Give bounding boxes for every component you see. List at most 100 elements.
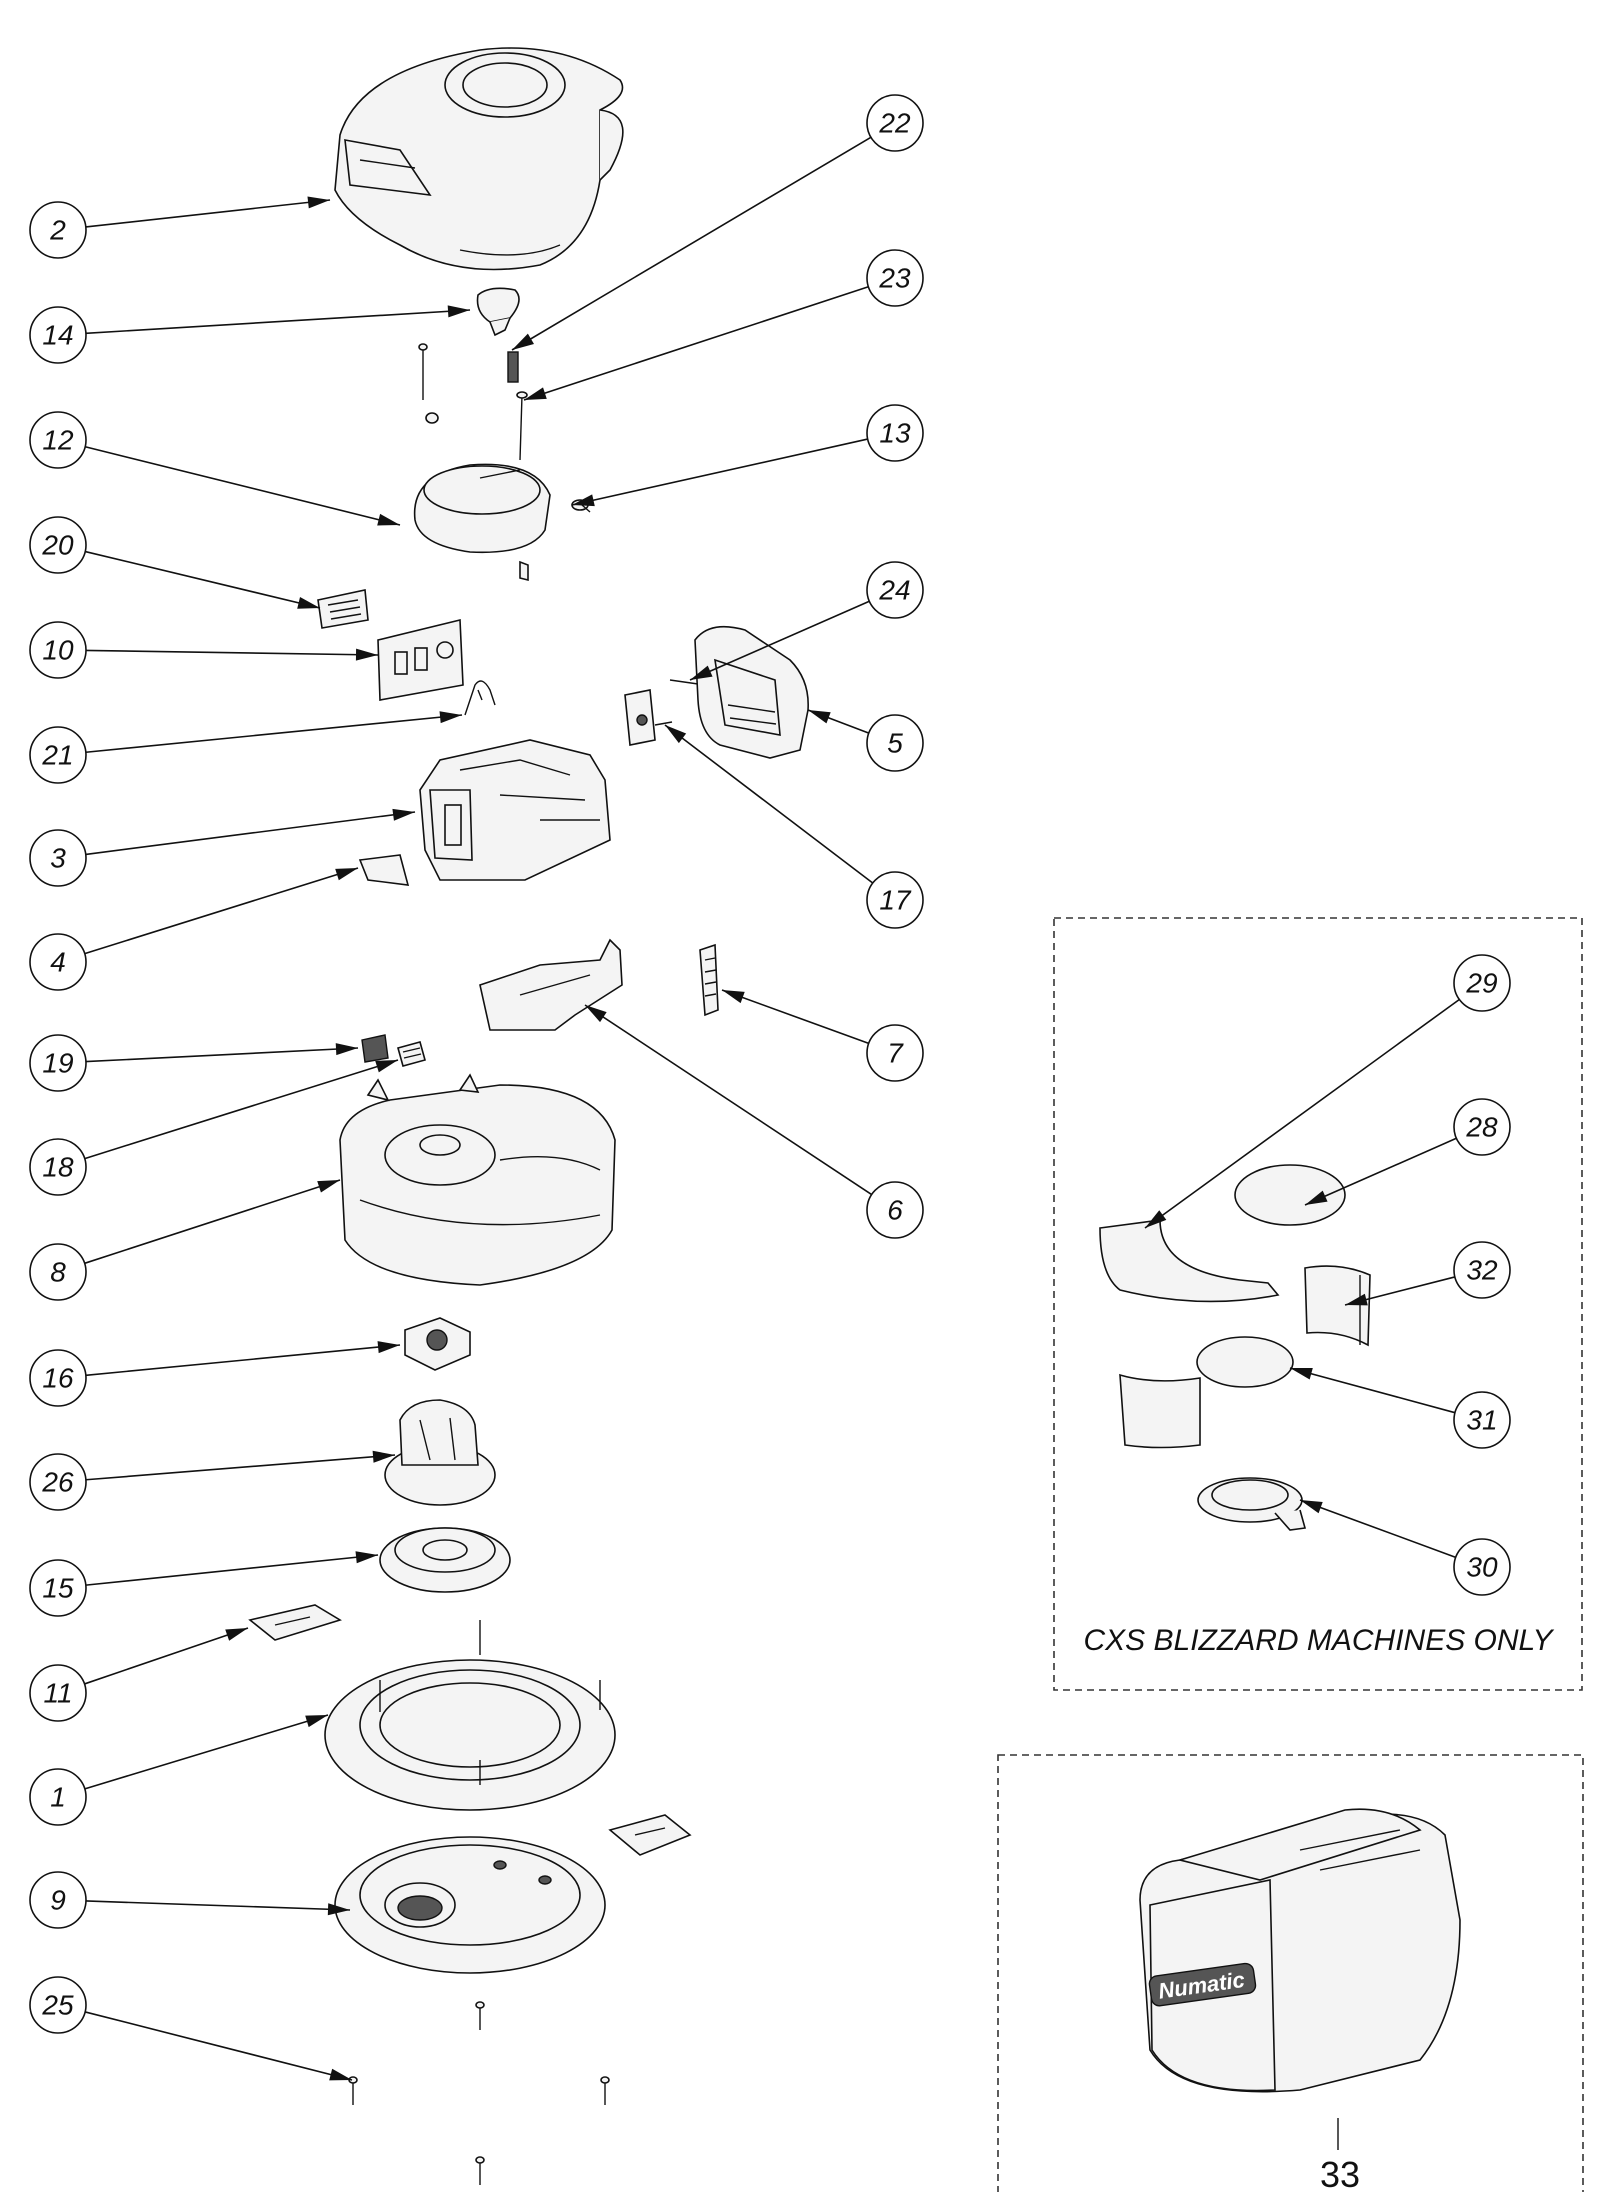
leader-line-20	[85, 550, 321, 609]
part-18-connector	[397, 1041, 426, 1067]
part-4-bar	[358, 854, 410, 886]
callout-circle-9	[29, 1871, 87, 1929]
callout-label-29: 29	[1465, 968, 1497, 999]
callout-circle-31	[1453, 1391, 1511, 1449]
callout-circle-7	[866, 1024, 924, 1082]
part-5-filter-frame	[694, 625, 809, 759]
leader-arrowhead	[392, 808, 415, 821]
leader-arrowhead	[375, 1060, 398, 1073]
leader-line-13	[571, 438, 868, 506]
blizzard-kit-caption: CXS BLIZZARD MACHINES ONLY	[1084, 1624, 1555, 1657]
callout-circle-6	[866, 1181, 924, 1239]
callout-circle-16	[29, 1349, 87, 1407]
part-14-knob	[476, 287, 520, 337]
leader-arrowhead	[585, 1005, 607, 1023]
screw-small	[418, 343, 439, 424]
callout-layer: 2141220102134191881626151119252223132451…	[29, 94, 1511, 2081]
callout-label-23: 23	[878, 263, 911, 294]
leader-arrowhead	[665, 725, 687, 744]
leader-line-2	[85, 199, 331, 228]
callout-label-4: 4	[50, 947, 66, 978]
callout-label-20: 20	[41, 530, 74, 561]
part-6-duct	[479, 938, 623, 1031]
callout-label-25: 25	[41, 1990, 74, 2021]
part-26-motor	[384, 1399, 496, 1506]
leader-line-6	[584, 1004, 873, 1196]
callout-circle-22	[866, 94, 924, 152]
leader-arrowhead	[377, 1341, 400, 1354]
callout-label-3: 3	[50, 843, 66, 874]
part-33-label: 33	[1320, 2154, 1360, 2192]
callout-label-21: 21	[41, 740, 73, 771]
leader-arrowhead	[1305, 1190, 1328, 1205]
callout-label-5: 5	[887, 728, 903, 759]
callout-label-19: 19	[42, 1048, 73, 1079]
leader-line-18	[84, 1059, 399, 1160]
leader-arrowhead	[439, 711, 462, 724]
machine-box	[997, 1754, 1584, 2192]
leader-arrowhead	[1300, 1500, 1323, 1514]
leader-line-28	[1304, 1137, 1457, 1206]
leader-line-15	[85, 1554, 379, 1586]
leader-arrowhead	[1290, 1367, 1313, 1380]
part-11-clip	[248, 1604, 342, 1641]
callout-circle-28	[1453, 1098, 1511, 1156]
part-8-chamber	[339, 1073, 616, 1286]
leader-arrowhead	[377, 513, 400, 526]
part-12-housing	[413, 463, 551, 582]
callout-circle-24	[866, 561, 924, 619]
callout-label-9: 9	[50, 1885, 66, 1916]
leader-line-8	[84, 1179, 341, 1265]
part-19-switch	[361, 1034, 389, 1063]
callout-circle-11	[29, 1664, 87, 1722]
callout-label-10: 10	[42, 635, 74, 666]
callout-label-22: 22	[878, 108, 911, 139]
leader-arrowhead	[447, 305, 470, 318]
clip-right	[608, 1814, 692, 1856]
callout-circle-14	[29, 306, 87, 364]
leader-line-31	[1289, 1367, 1456, 1414]
callout-label-7: 7	[887, 1038, 904, 1069]
leader-line-10	[85, 649, 379, 656]
part-33-machine: Numatic	[1139, 1808, 1461, 2093]
part-7-grille	[699, 943, 719, 1017]
part-23-rod	[516, 391, 528, 461]
part-28-disc	[1234, 1164, 1346, 1226]
callout-circle-19	[29, 1034, 87, 1092]
callout-circle-30	[1453, 1538, 1511, 1596]
callout-label-2: 2	[49, 215, 66, 246]
part-unlabelled-panel	[1119, 1373, 1201, 1449]
callout-label-26: 26	[41, 1467, 74, 1498]
part-15-impeller	[379, 1527, 511, 1593]
part-20-board	[317, 589, 369, 629]
callout-label-16: 16	[42, 1363, 74, 1394]
leader-line-26	[85, 1454, 396, 1481]
leader-arrowhead	[327, 1903, 350, 1916]
callout-label-6: 6	[887, 1195, 903, 1226]
callout-circle-23	[866, 249, 924, 307]
leader-line-9	[85, 1900, 351, 1911]
callout-circle-10	[29, 621, 87, 679]
leader-arrowhead	[355, 1551, 378, 1564]
leader-line-25	[84, 2011, 353, 2081]
callout-label-17: 17	[879, 885, 912, 916]
leader-arrowhead	[722, 990, 745, 1004]
callout-circle-8	[29, 1243, 87, 1301]
leader-arrowhead	[317, 1180, 340, 1193]
callout-circle-2	[29, 201, 87, 259]
callout-circle-21	[29, 726, 87, 784]
leader-arrowhead	[297, 597, 320, 609]
leader-arrowhead	[1345, 1293, 1368, 1306]
callout-circle-12	[29, 411, 87, 469]
callout-circle-1	[29, 1768, 87, 1826]
callout-circle-20	[29, 516, 87, 574]
part-1-base-ring	[324, 1620, 616, 1811]
leader-line-30	[1299, 1499, 1457, 1559]
leader-line-12	[84, 445, 401, 526]
leader-line-19	[85, 1047, 359, 1063]
leader-arrowhead	[524, 387, 547, 400]
part-3-chassis	[419, 739, 611, 881]
part-9-base-dish	[334, 1836, 606, 1974]
callout-label-30: 30	[1466, 1552, 1498, 1583]
callout-label-28: 28	[1465, 1112, 1498, 1143]
